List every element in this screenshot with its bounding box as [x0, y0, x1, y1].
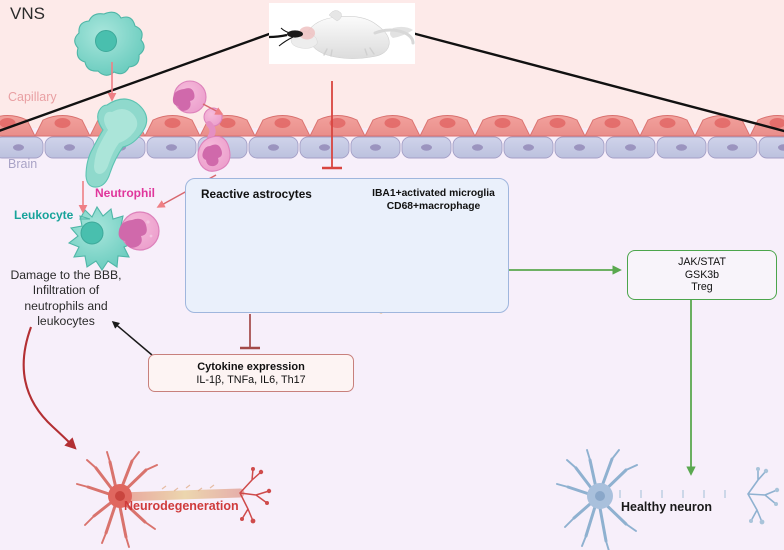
jak-stat-pathway-box: JAK/STAT GSK3b Treg [627, 250, 777, 300]
reactive-astrocytes-panel: Reactive astrocytes IBA1+activated micro… [185, 178, 509, 313]
gsk3b-line: GSK3b [684, 268, 720, 281]
leukocyte-label: Leukocyte [14, 208, 74, 222]
healthy-neuron-label: Healthy neuron [621, 500, 712, 514]
neurodegeneration-label: Neurodegeneration [124, 499, 239, 513]
mouse-illustration [268, 3, 415, 64]
neutrophil-label: Neutrophil [95, 186, 155, 200]
jak-stat-line: JAK/STAT [678, 255, 726, 268]
cytokine-list: IL-1β, TNFa, IL6, Th17 [196, 373, 306, 386]
treg-line: Treg [691, 281, 713, 294]
cytokine-expression-box: Cytokine expression IL-1β, TNFa, IL6, Th… [148, 354, 354, 392]
bbb-damage-annotation: Damage to the BBB, Infiltration of neutr… [10, 268, 122, 328]
page-title: VNS [10, 4, 45, 23]
capillary-region-label: Capillary [8, 90, 57, 104]
microglia-macrophage-title: IBA1+activated microglia CD68+macrophage [372, 188, 495, 213]
reactive-astrocytes-title: Reactive astrocytes [201, 187, 312, 201]
brain-region-label: Brain [8, 157, 38, 171]
cytokine-expression-title: Cytokine expression [197, 360, 305, 373]
vns-mouse-photo-panel [268, 3, 415, 64]
